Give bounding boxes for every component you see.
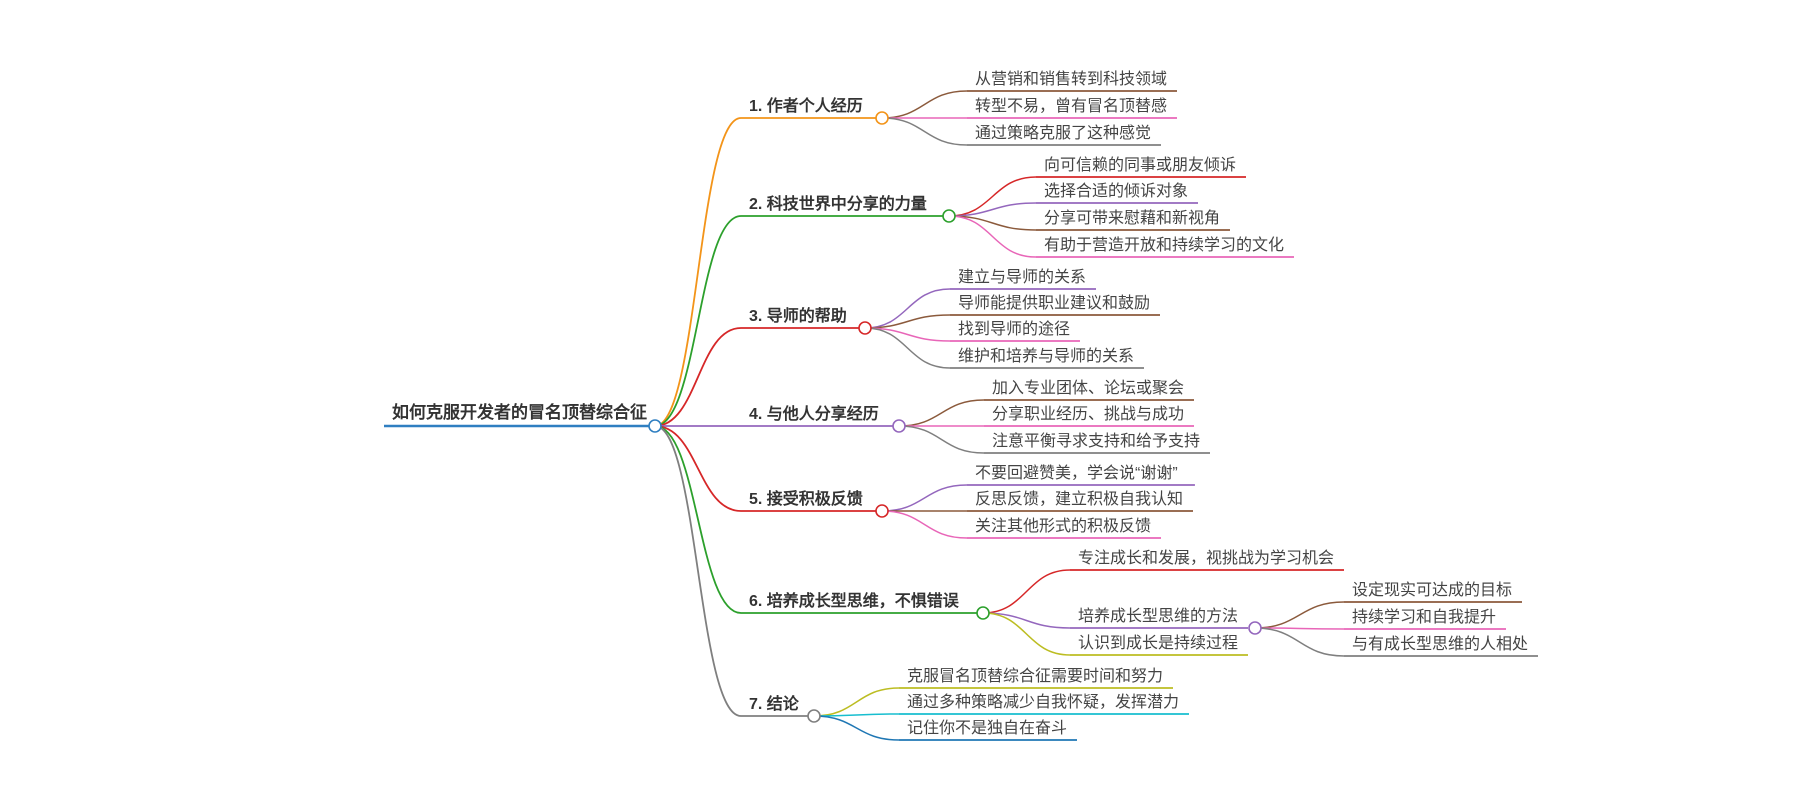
branch-2-leaf-4-label[interactable]: 有助于营造开放和持续学习的文化	[1044, 236, 1284, 254]
branch-2-leaf-4-connector	[948, 215, 1037, 258]
branch-2-label[interactable]: 2. 科技世界中分享的力量	[749, 194, 927, 213]
branch-6-leaf-1-connector	[982, 569, 1071, 614]
branch-4-collapse-toggle[interactable]	[892, 419, 906, 433]
branch-4-leaf-3-label[interactable]: 注意平衡寻求支持和给予支持	[992, 431, 1200, 450]
branch-7-collapse-toggle[interactable]	[807, 709, 821, 723]
branch-4-leaf-1-label[interactable]: 加入专业团体、论坛或聚会	[992, 379, 1184, 397]
branch-1-leaf-2-label[interactable]: 转型不易，曾有冒名顶替感	[975, 97, 1167, 115]
branch-6-label[interactable]: 6. 培养成长型思维，不惧错误	[749, 591, 960, 610]
branch-7-leaf-1-connector	[813, 687, 900, 717]
branch-3-leaf-1-connector	[864, 288, 951, 329]
branch-3-leaf-3-connector	[864, 327, 951, 342]
branch-6-collapse-toggle[interactable]	[976, 606, 990, 620]
subleaf-2-connector	[1254, 627, 1345, 630]
root-to-branch-7-connector	[654, 425, 742, 717]
branch-5-label[interactable]: 5. 接受积极反馈	[749, 489, 863, 508]
root-topic-label[interactable]: 如何克服开发者的冒名顶替综合征	[392, 402, 647, 422]
subleaf-2-label[interactable]: 持续学习和自我提升	[1352, 608, 1496, 626]
branch-2-leaf-3-label[interactable]: 分享可带来慰藉和新视角	[1044, 209, 1220, 227]
branch-1-label[interactable]: 1. 作者个人经历	[749, 96, 863, 115]
branch-7-leaf-3-label[interactable]: 记住你不是独自在奋斗	[907, 719, 1067, 737]
branch-2-collapse-toggle[interactable]	[942, 209, 956, 223]
branch-6-leaf-2-label[interactable]: 培养成长型思维的方法	[1078, 607, 1238, 625]
branch-6-leaf-2-collapse-toggle[interactable]	[1248, 621, 1262, 635]
root-to-branch-3-connector	[654, 327, 742, 427]
branch-2-leaf-2-label[interactable]: 选择合适的倾诉对象	[1044, 182, 1188, 200]
branch-3-label[interactable]: 3. 导师的帮助	[749, 306, 847, 325]
branch-1-leaf-1-connector	[881, 90, 968, 119]
branch-1-collapse-toggle[interactable]	[875, 111, 889, 125]
branch-7-leaf-2-label[interactable]: 通过多种策略减少自我怀疑，发挥潜力	[907, 693, 1179, 711]
subleaf-3-connector	[1254, 627, 1345, 657]
branch-2-leaf-1-connector	[948, 176, 1037, 217]
branch-6-leaf-2-connector	[982, 612, 1071, 629]
branch-5-leaf-1-label[interactable]: 不要回避赞美，学会说“谢谢”	[975, 464, 1178, 482]
root-to-branch-6-connector	[654, 425, 742, 614]
subleaf-1-label[interactable]: 设定现实可达成的目标	[1352, 581, 1512, 599]
subleaf-3-label[interactable]: 与有成长型思维的人相处	[1352, 635, 1528, 653]
root-collapse-toggle[interactable]	[648, 419, 662, 433]
branch-3-collapse-toggle[interactable]	[858, 321, 872, 335]
branch-1-leaf-1-label[interactable]: 从营销和销售转到科技领域	[975, 70, 1167, 88]
subleaf-1-connector	[1254, 601, 1345, 629]
root-to-branch-1-connector	[654, 117, 742, 427]
branch-3-leaf-1-label[interactable]: 建立与导师的关系	[958, 268, 1086, 286]
root-to-branch-2-connector	[654, 215, 742, 427]
branch-6-leaf-3-label[interactable]: 认识到成长是持续过程	[1078, 634, 1238, 652]
branch-1-leaf-3-connector	[881, 117, 968, 146]
branch-7-label[interactable]: 7. 结论	[749, 694, 800, 713]
branch-5-leaf-3-label[interactable]: 关注其他形式的积极反馈	[975, 517, 1151, 535]
branch-6-leaf-1-label[interactable]: 专注成长和发展，视挑战为学习机会	[1078, 549, 1334, 567]
branch-3-leaf-2-label[interactable]: 导师能提供职业建议和鼓励	[958, 294, 1150, 312]
branch-3-leaf-4-label[interactable]: 维护和培养与导师的关系	[958, 347, 1134, 365]
branch-7-leaf-3-connector	[813, 715, 900, 741]
branch-6-leaf-3-connector	[982, 612, 1071, 656]
root-to-branch-5-connector	[654, 425, 742, 512]
branch-4-leaf-1-connector	[898, 399, 985, 427]
branch-5-leaf-2-label[interactable]: 反思反馈，建立积极自我认知	[975, 490, 1183, 508]
branch-4-leaf-2-label[interactable]: 分享职业经历、挑战与成功	[992, 405, 1184, 423]
branch-3-leaf-3-label[interactable]: 找到导师的途径	[958, 320, 1070, 338]
branch-1-leaf-3-label[interactable]: 通过策略克服了这种感觉	[975, 124, 1151, 142]
branch-2-leaf-3-connector	[948, 215, 1037, 231]
branch-5-leaf-1-connector	[881, 484, 968, 512]
branch-4-leaf-3-connector	[898, 425, 985, 454]
branch-5-leaf-3-connector	[881, 510, 968, 539]
branch-2-leaf-1-label[interactable]: 向可信赖的同事或朋友倾诉	[1044, 156, 1236, 174]
branch-3-leaf-4-connector	[864, 327, 951, 369]
branch-7-leaf-1-label[interactable]: 克服冒名顶替综合征需要时间和努力	[907, 667, 1163, 685]
branch-5-collapse-toggle[interactable]	[875, 504, 889, 518]
branch-4-label[interactable]: 4. 与他人分享经历	[749, 404, 879, 423]
branch-2-leaf-2-connector	[948, 202, 1037, 217]
